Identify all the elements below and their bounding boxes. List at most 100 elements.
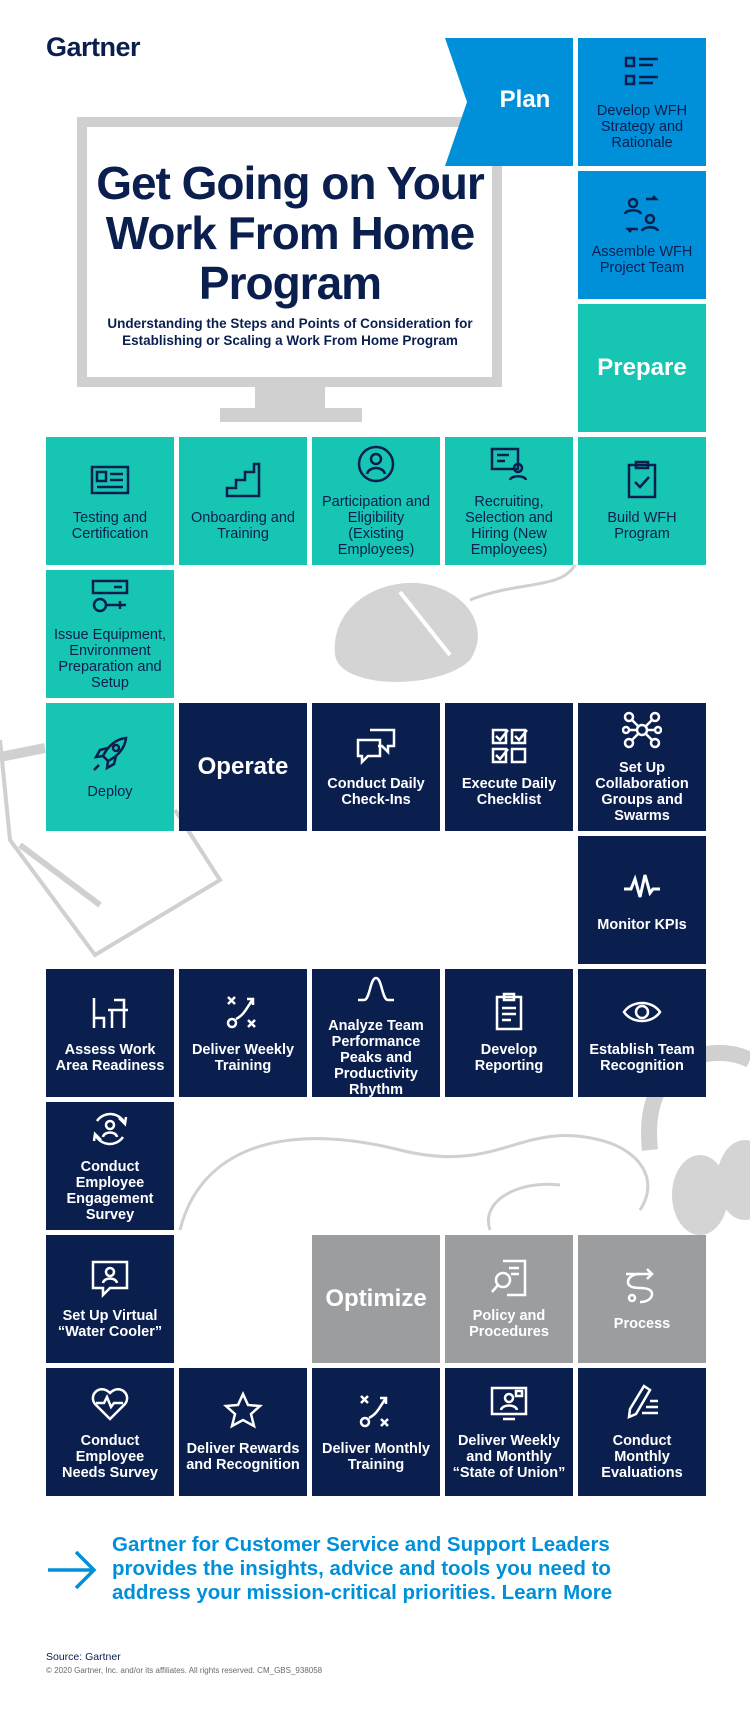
playbook-icon	[223, 992, 263, 1032]
tile-label: Onboarding and Training	[191, 510, 295, 542]
tile-label: Participation and Eligibility (Existing …	[321, 494, 430, 558]
stage-plan-label: Plan	[499, 86, 551, 113]
equipment-icon	[90, 577, 130, 617]
tile-label: Establish Team Recognition	[589, 1042, 695, 1074]
star-icon	[223, 1391, 263, 1431]
video-chat-icon	[90, 1258, 130, 1298]
footer-copyright: © 2020 Gartner, Inc. and/or its affiliat…	[46, 1666, 323, 1675]
tile-label: Assess Work Area Readiness	[55, 1042, 165, 1074]
cta-body: Gartner for Customer Service and Support…	[112, 1533, 611, 1604]
recruiting-icon	[489, 444, 529, 484]
tile-weekly-training[interactable]: Deliver Weekly Training	[179, 969, 307, 1097]
engagement-cycle-icon	[90, 1109, 130, 1149]
checklist-icon	[489, 726, 529, 766]
rocket-icon	[90, 734, 130, 774]
stage-plan-banner: Plan	[445, 38, 573, 166]
tile-label: Deliver Rewards and Recognition	[186, 1441, 300, 1473]
network-icon	[622, 710, 662, 750]
tile-label: Set Up Collaboration Groups and Swarms	[595, 760, 689, 824]
tile-issue-equipment[interactable]: Issue Equipment, Environment Preparation…	[46, 570, 174, 698]
page-title: Get Going on Your Work From Home Program	[96, 157, 485, 309]
tile-state-of-union[interactable]: Deliver Weekly and Monthly “State of Uni…	[445, 1368, 573, 1496]
page-subtitle: Understanding the Steps and Points of Co…	[107, 316, 473, 348]
tile-monthly-evaluations[interactable]: Conduct Monthly Evaluations	[578, 1368, 706, 1496]
cta-text: Gartner for Customer Service and Support…	[112, 1533, 672, 1605]
tile-assemble-team[interactable]: Assemble WFH Project Team	[578, 171, 706, 299]
tile-process[interactable]: Process	[578, 1235, 706, 1363]
chat-bubbles-icon	[356, 726, 396, 766]
pulse-icon	[622, 867, 662, 907]
tile-label: Deliver Monthly Training	[322, 1441, 430, 1473]
tile-monthly-training[interactable]: Deliver Monthly Training	[312, 1368, 440, 1496]
tile-policy-procedures[interactable]: Policy and Procedures	[445, 1235, 573, 1363]
tile-label: Execute Daily Checklist	[461, 776, 557, 808]
process-path-icon	[622, 1266, 662, 1306]
tile-daily-checkins[interactable]: Conduct Daily Check-Ins	[312, 703, 440, 831]
person-circle-icon	[356, 444, 396, 484]
tile-develop-wfh-strategy[interactable]: Develop WFH Strategy and Rationale	[578, 38, 706, 166]
tile-label: Analyze Team Performance Peaks and Produ…	[328, 1018, 424, 1098]
pencil-notes-icon	[622, 1383, 662, 1423]
tile-participation[interactable]: Participation and Eligibility (Existing …	[312, 437, 440, 565]
bell-curve-icon	[356, 968, 396, 1008]
tile-recruiting[interactable]: Recruiting, Selection and Hiring (New Em…	[445, 437, 573, 565]
tile-daily-checklist[interactable]: Execute Daily Checklist	[445, 703, 573, 831]
team-icon	[622, 194, 662, 234]
tile-label: Monitor KPIs	[597, 917, 687, 933]
gartner-logo[interactable]: Gartner	[46, 32, 141, 62]
tile-label: Conduct Daily Check-Ins	[327, 776, 425, 808]
eye-icon	[622, 992, 662, 1032]
footer-source: Source: Gartner	[46, 1651, 121, 1663]
plan-banner-shape	[445, 38, 573, 166]
arrow-right-icon[interactable]	[46, 1548, 98, 1592]
tile-label: Develop Reporting	[474, 1042, 544, 1074]
tile-deploy[interactable]: Deploy	[46, 703, 174, 831]
learn-more-link[interactable]: Learn More	[501, 1581, 613, 1604]
tile-label: Assemble WFH Project Team	[591, 244, 693, 276]
tile-label: Conduct Monthly Evaluations	[601, 1433, 683, 1481]
tile-label: Issue Equipment, Environment Preparation…	[53, 627, 167, 691]
tile-label: Process	[613, 1316, 671, 1332]
stage-optimize-tile: Optimize	[312, 1235, 440, 1363]
tile-label: Testing and Certification	[71, 510, 149, 542]
tile-develop-reporting[interactable]: Develop Reporting	[445, 969, 573, 1097]
heart-pulse-icon	[90, 1383, 130, 1423]
tile-label: Develop WFH Strategy and Rationale	[596, 103, 688, 151]
stage-prepare-label: Prepare	[597, 354, 687, 381]
tile-label: Recruiting, Selection and Hiring (New Em…	[465, 494, 553, 558]
certificate-icon	[90, 460, 130, 500]
tile-virtual-water-cooler[interactable]: Set Up Virtual “Water Cooler”	[46, 1235, 174, 1363]
tile-team-recognition[interactable]: Establish Team Recognition	[578, 969, 706, 1097]
stairs-icon	[223, 460, 263, 500]
report-icon	[489, 992, 529, 1032]
stage-operate-label: Operate	[197, 753, 289, 780]
tile-label: Deliver Weekly Training	[191, 1042, 295, 1074]
tile-collaboration-groups[interactable]: Set Up Collaboration Groups and Swarms	[578, 703, 706, 831]
stage-optimize-label: Optimize	[325, 1285, 427, 1312]
stage-prepare-tile: Prepare	[578, 304, 706, 432]
clipboard-check-icon	[622, 460, 662, 500]
list-icon	[622, 53, 662, 93]
tile-assess-work-area[interactable]: Assess Work Area Readiness	[46, 969, 174, 1097]
tile-engagement-survey[interactable]: Conduct Employee Engagement Survey	[46, 1102, 174, 1230]
tile-testing[interactable]: Testing and Certification	[46, 437, 174, 565]
tile-label: Deploy	[87, 784, 133, 800]
tile-label: Conduct Employee Needs Survey	[62, 1433, 158, 1481]
playbook-icon	[356, 1391, 396, 1431]
tile-label: Policy and Procedures	[469, 1308, 549, 1340]
tile-label: Set Up Virtual “Water Cooler”	[57, 1308, 163, 1340]
tile-monitor-kpis[interactable]: Monitor KPIs	[578, 836, 706, 964]
stage-operate-tile: Operate	[179, 703, 307, 831]
presenter-screen-icon	[489, 1383, 529, 1423]
tile-label: Conduct Employee Engagement Survey	[66, 1159, 154, 1223]
document-search-icon	[489, 1258, 529, 1298]
tile-build-wfh-program[interactable]: Build WFH Program	[578, 437, 706, 565]
desk-chair-icon	[90, 992, 130, 1032]
tile-label: Build WFH Program	[607, 510, 677, 542]
tile-label: Deliver Weekly and Monthly “State of Uni…	[452, 1433, 566, 1481]
tile-onboarding[interactable]: Onboarding and Training	[179, 437, 307, 565]
tile-needs-survey[interactable]: Conduct Employee Needs Survey	[46, 1368, 174, 1496]
tile-rewards-recognition[interactable]: Deliver Rewards and Recognition	[179, 1368, 307, 1496]
tile-analyze-performance[interactable]: Analyze Team Performance Peaks and Produ…	[312, 968, 440, 1098]
